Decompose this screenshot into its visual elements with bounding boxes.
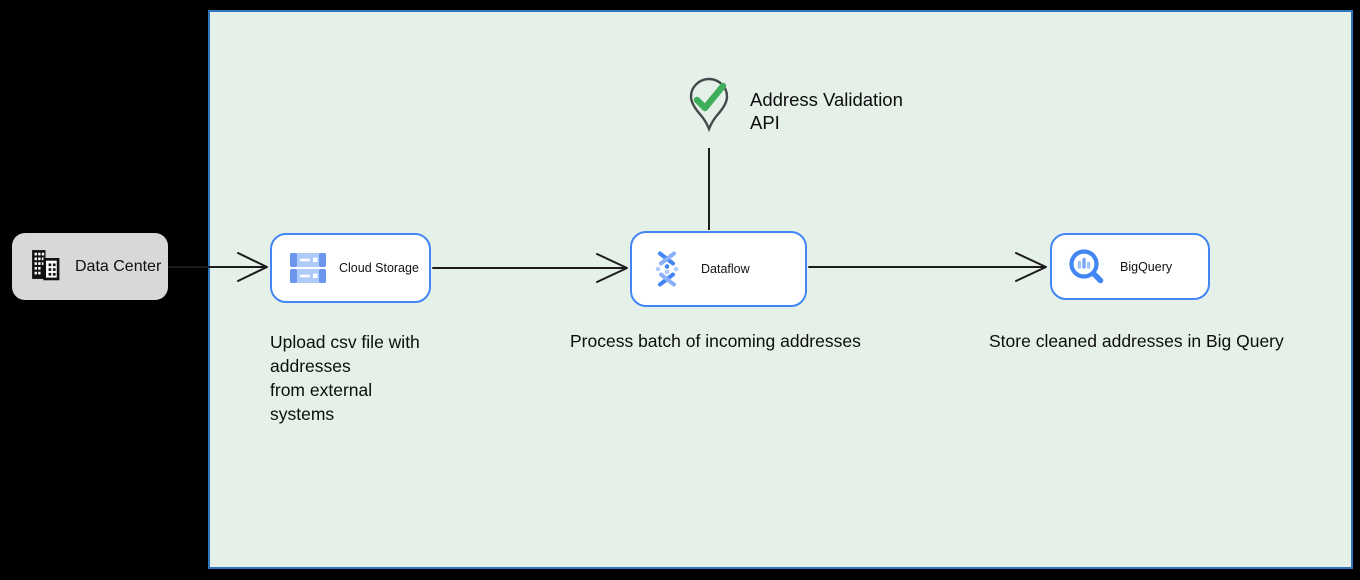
caption-upload-csv: Upload csv file with addresses from exte… (270, 332, 420, 424)
data-center-building-icon (29, 248, 62, 286)
node-data-center: Data Center (12, 233, 168, 300)
caption-process-batch: Process batch of incoming addresses (570, 331, 861, 351)
node-bigquery: BigQuery (1050, 233, 1210, 300)
cloud-storage-icon (290, 252, 326, 284)
node-cloud-storage-label: Cloud Storage (339, 261, 419, 275)
node-dataflow-label: Dataflow (701, 262, 750, 276)
caption-store-cleaned: Store cleaned addresses in Big Query (989, 331, 1284, 351)
node-cloud-storage: Cloud Storage (270, 233, 431, 303)
address-validation-api-label: Address Validation API (750, 89, 903, 133)
bigquery-icon (1067, 247, 1107, 287)
dataflow-icon (647, 249, 687, 289)
node-bigquery-label: BigQuery (1120, 259, 1173, 274)
map-pin-check-icon (689, 77, 729, 133)
node-dataflow: Dataflow (630, 231, 807, 307)
node-data-center-label: Data Center (75, 257, 162, 275)
